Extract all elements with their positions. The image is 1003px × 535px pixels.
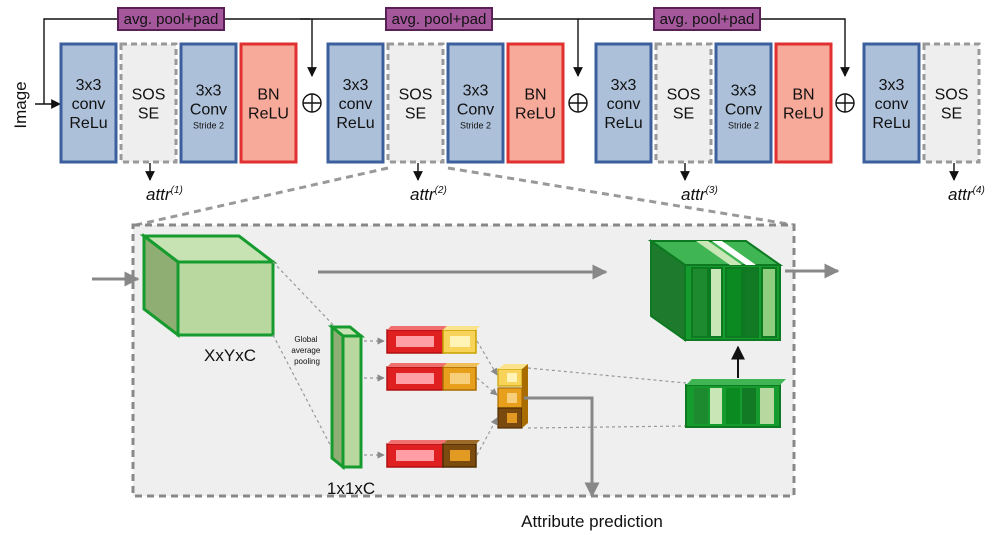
pool-label-3: avg. pool+pad [653, 7, 761, 31]
prediction-arrow [524, 396, 600, 498]
layer-block-text: 3x3 [463, 83, 489, 100]
layer-block-sos: SOS SE [386, 42, 445, 164]
layer-block-text: BN [524, 87, 546, 104]
sum-node-1 [302, 93, 322, 113]
layer-block-text: ReLu [69, 115, 107, 132]
layer-block-text: ReLU [783, 106, 824, 123]
pool-label-2: avg. pool+pad [385, 7, 493, 31]
attribute-score-stack [497, 364, 528, 429]
layer-block-text: conv [875, 96, 909, 113]
layer-block-text: BN [792, 87, 814, 104]
channel-weight-vector [685, 379, 786, 428]
svg-text:avg. pool+pad: avg. pool+pad [660, 11, 755, 28]
svg-text:attr(2): attr(2) [410, 185, 447, 204]
attr-output-2: attr(2) [410, 163, 447, 204]
attribute-branch-3 [386, 440, 480, 468]
layer-block-text: SE [405, 106, 426, 123]
sum-node-2 [568, 93, 588, 113]
layer-block-text: conv [607, 96, 641, 113]
layer-block-text: ReLu [604, 115, 642, 132]
attr-output-3: attr(3) [680, 163, 718, 204]
feature-tensor-cube [139, 232, 278, 339]
vector-size-label: 1x1xC [327, 479, 375, 498]
layer-block-text: SE [673, 106, 694, 123]
svg-text:attr(1): attr(1) [146, 185, 183, 204]
layer-block-text: ReLU [515, 106, 556, 123]
layer-block-text: 3x3 [731, 83, 757, 100]
layer-block-text: SE [138, 106, 159, 123]
layer-block-text: ReLu [872, 115, 910, 132]
layer-block-text: SE [941, 106, 962, 123]
layer-block-text: 3x3 [343, 77, 369, 94]
layer-block-text: ReLu [336, 115, 374, 132]
layer-block-text: Conv [457, 102, 494, 119]
layer-block-bn: BN ReLU [239, 42, 298, 164]
layer-block-subtext: Stride 2 [728, 121, 759, 131]
layer-block-text: ReLU [248, 106, 289, 123]
attr-output-1: attr(1) [145, 163, 183, 204]
gap-guides [272, 261, 339, 461]
layer-block-text: 3x3 [196, 83, 222, 100]
layer-block-text: Conv [190, 102, 227, 119]
image-input-label: Image [11, 81, 30, 128]
svg-text:attr(3): attr(3) [681, 185, 718, 204]
layer-block-bn: BN ReLU [506, 42, 565, 164]
svg-text:avg. pool+pad: avg. pool+pad [124, 11, 219, 28]
pool-label-1: avg. pool+pad [117, 7, 225, 31]
sum-node-3 [835, 93, 855, 113]
layer-block-text: conv [72, 96, 106, 113]
layer-block-text: SOS [667, 87, 701, 104]
converge-guides [476, 340, 498, 456]
layer-block-subtext: Stride 2 [193, 121, 224, 131]
attr-output-4: attr(4) [948, 163, 985, 204]
layer-block-text: SOS [935, 87, 969, 104]
layer-block-text: 3x3 [611, 77, 637, 94]
layer-block-sos: SOS SE [654, 42, 713, 164]
pooled-vector [327, 323, 366, 471]
layer-block-text: conv [339, 96, 373, 113]
weight-guides [527, 367, 687, 429]
layer-block-subtext: Stride 2 [460, 121, 491, 131]
svg-text:attr(4): attr(4) [948, 185, 985, 204]
layer-block-bn: BN ReLU [774, 42, 833, 164]
layer-block-text: 3x3 [76, 77, 102, 94]
layer-block-text: SOS [132, 87, 166, 104]
reweighted-tensor [647, 239, 784, 342]
layer-block-text: 3x3 [879, 77, 905, 94]
attribute-branch-1 [386, 326, 480, 354]
layer-block-text: BN [257, 87, 279, 104]
layer-block-sos: SOS SE [119, 42, 178, 164]
layer-block-text: Conv [725, 102, 762, 119]
zoom-lines [135, 166, 795, 227]
layer-block-sos: SOS SE [922, 42, 981, 164]
skip-connections [43, 18, 850, 104]
attribute-prediction-label: Attribute prediction [521, 512, 663, 531]
tensor-size-label: XxYxC [204, 346, 256, 365]
gap-label: Global average pooling [291, 335, 322, 366]
layer-block-text: SOS [399, 87, 433, 104]
svg-text:avg. pool+pad: avg. pool+pad [392, 11, 487, 28]
attribute-branch-2 [386, 363, 480, 391]
